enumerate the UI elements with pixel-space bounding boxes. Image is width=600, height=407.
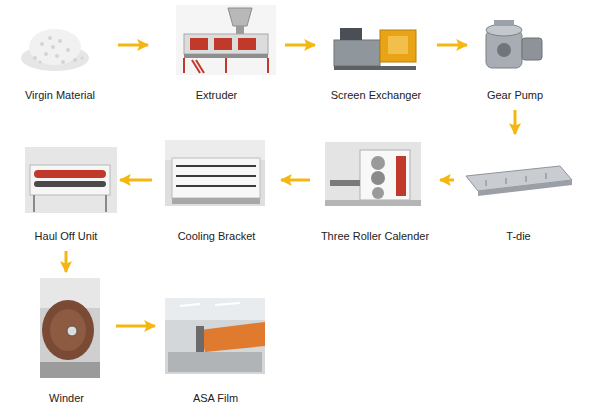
step-label: Gear Pump xyxy=(487,88,543,102)
step-label: ASA Film xyxy=(193,391,238,405)
process-step: Haul Off Unit xyxy=(20,145,112,243)
flow-arrow xyxy=(514,110,517,134)
step-label: Cooling Bracket xyxy=(178,229,256,243)
step-label: T-die xyxy=(506,229,530,243)
process-step: Virgin Material xyxy=(10,20,110,102)
process-step: T-die xyxy=(462,142,575,243)
flow-arrow xyxy=(285,44,315,47)
flow-arrow xyxy=(65,251,68,272)
winder-illustration xyxy=(40,278,100,378)
flow-arrow xyxy=(437,44,467,47)
asa-film-illustration xyxy=(165,298,265,374)
process-step: Gear Pump xyxy=(475,15,555,102)
flow-arrow xyxy=(120,179,152,182)
flow-arrow xyxy=(281,179,310,182)
flow-arrow xyxy=(440,179,454,182)
process-step: Extruder xyxy=(156,5,277,102)
step-label: Haul Off Unit xyxy=(35,229,98,243)
step-label: Three Roller Calender xyxy=(321,229,429,243)
flow-arrow xyxy=(118,44,148,47)
step-label: Winder xyxy=(49,391,84,405)
extruder-illustration xyxy=(176,5,276,75)
process-step: Screen Exchanger xyxy=(323,20,429,102)
process-step: ASA Film xyxy=(163,295,268,405)
t-die-illustration xyxy=(466,166,572,196)
screen-exchanger-illustration xyxy=(334,28,416,70)
step-label: Extruder xyxy=(196,88,238,102)
process-step: Cooling Bracket xyxy=(160,140,273,243)
cooling-bracket-illustration xyxy=(165,140,265,206)
granules-illustration xyxy=(21,29,89,71)
haul-off-illustration xyxy=(25,147,117,213)
step-label: Virgin Material xyxy=(25,88,95,102)
step-label: Screen Exchanger xyxy=(331,88,422,102)
calender-illustration xyxy=(325,142,421,206)
gear-pump-illustration xyxy=(486,20,542,68)
process-step: Winder xyxy=(25,280,108,405)
flow-arrow xyxy=(116,325,155,328)
process-step: Three Roller Calender xyxy=(318,140,432,243)
